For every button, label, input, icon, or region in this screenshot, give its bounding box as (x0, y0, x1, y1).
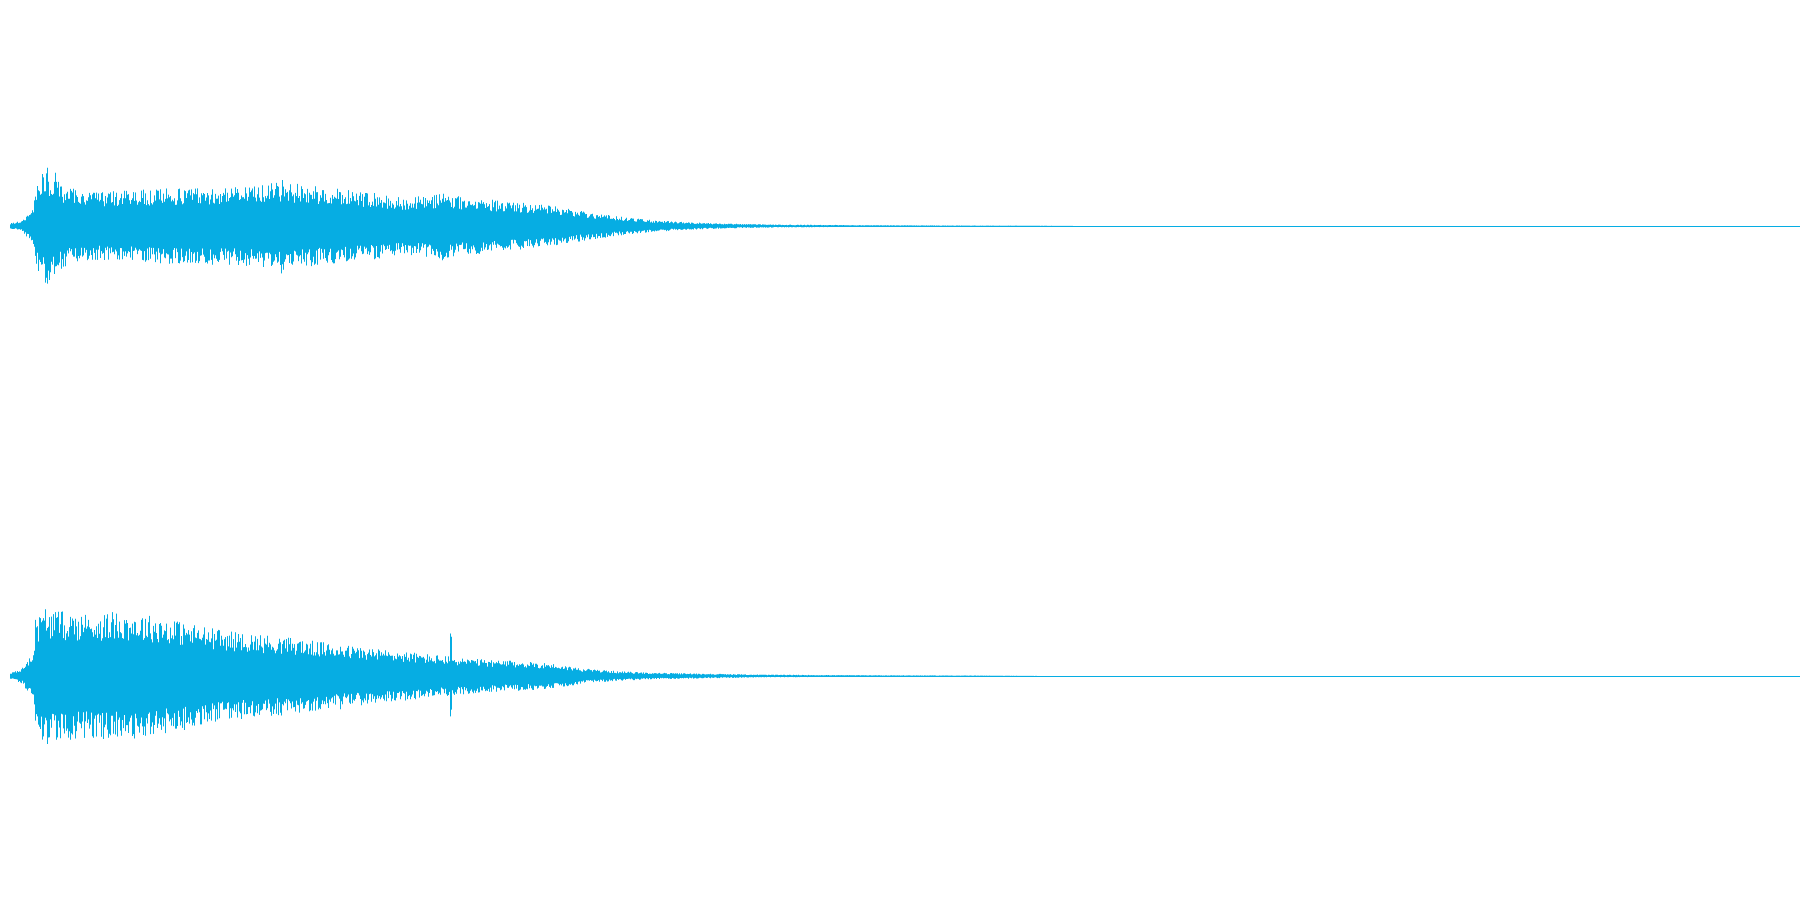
channel-1-track (10, 167, 1800, 284)
channel-2-track (10, 609, 1800, 744)
channel-1-waveform (10, 167, 1073, 284)
